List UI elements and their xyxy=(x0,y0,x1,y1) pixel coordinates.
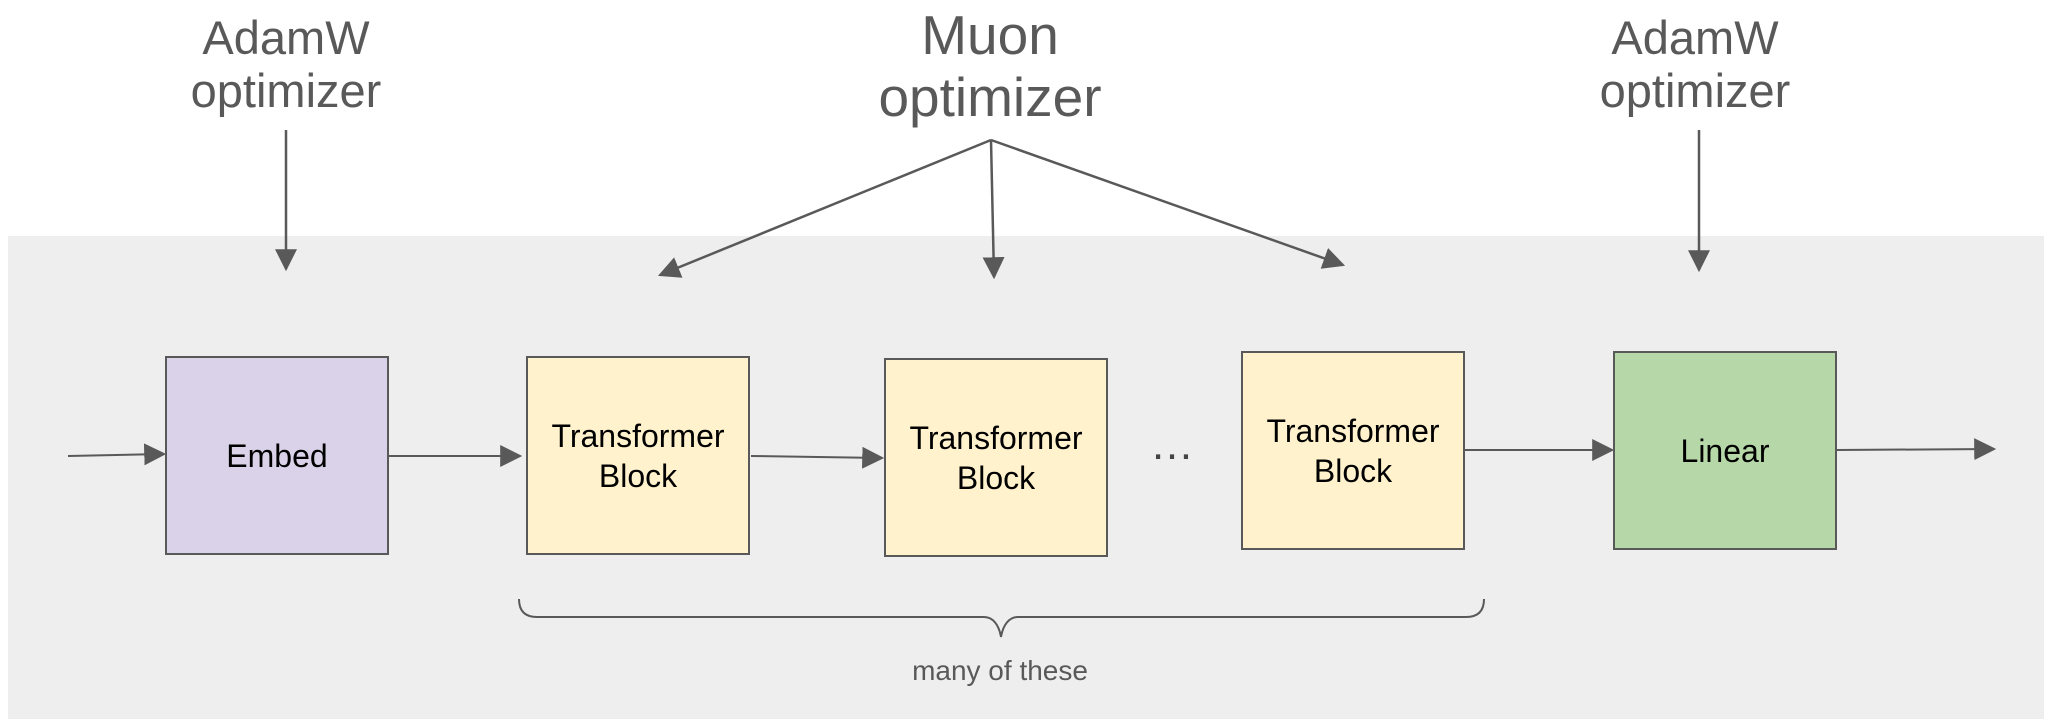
embed-label: Embed xyxy=(226,437,328,474)
muon-line1: Muon xyxy=(921,4,1059,66)
linear-block: Linear xyxy=(1613,351,1837,550)
adamw-right-line2: optimizer xyxy=(1599,63,1791,117)
transformer-1-line1: Transformer xyxy=(551,417,725,454)
transformer-block-3: Transformer Block xyxy=(1241,351,1465,550)
output-arrow xyxy=(1836,438,1997,461)
adamw-right-line1: AdamW xyxy=(1611,11,1779,64)
adamw-right-label: AdamW optimizer xyxy=(1575,11,1815,117)
adamw-left-label: AdamW optimizer xyxy=(166,11,406,117)
muon-arrow-block1 xyxy=(657,138,992,278)
transformer-1-line2: Block xyxy=(598,457,678,494)
transformer-3-line1: Transformer xyxy=(1266,412,1440,449)
muon-arrow-block3 xyxy=(990,138,1346,269)
muon-line2: optimizer xyxy=(878,65,1102,128)
brace-label: many of these xyxy=(912,655,1088,686)
muon-label: Muon optimizer xyxy=(840,4,1140,128)
input-arrow xyxy=(67,443,167,466)
linear-label: Linear xyxy=(1680,432,1770,469)
transformer-2-line2: Block xyxy=(956,459,1036,496)
block1-to-block2-arrow xyxy=(750,446,885,469)
adamw-left-line2: optimizer xyxy=(190,63,382,117)
ellipsis: … xyxy=(1150,420,1197,469)
brace xyxy=(518,598,1485,638)
muon-arrow-block2 xyxy=(982,139,1005,280)
transformer-3-line2: Block xyxy=(1313,452,1393,489)
embed-block: Embed xyxy=(165,356,389,555)
adamw-left-line1: AdamW xyxy=(202,11,370,64)
transformer-2-line1: Transformer xyxy=(909,419,1083,456)
transformer-block-1: Transformer Block xyxy=(526,356,750,555)
transformer-block-2: Transformer Block xyxy=(884,358,1108,557)
